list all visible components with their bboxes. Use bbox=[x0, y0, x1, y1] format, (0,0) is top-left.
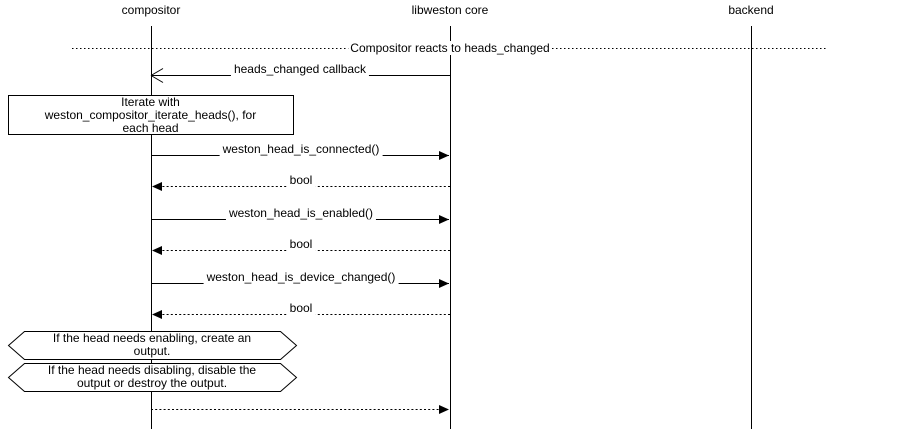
message-label-bool-return-enabled: bool bbox=[286, 237, 316, 251]
message-label-bool-return-device-changed: bool bbox=[286, 301, 316, 315]
divider-label: Compositor reacts to heads_changed bbox=[348, 41, 552, 55]
actor-label-backend: backend bbox=[728, 3, 774, 17]
message-label-weston-head-is-connected: weston_head_is_connected() bbox=[219, 142, 383, 156]
message-label-weston-head-is-enabled: weston_head_is_enabled() bbox=[225, 206, 377, 220]
hex-note-line: output or destroy the output. bbox=[76, 376, 228, 390]
note-line: weston_compositor_iterate_heads(), for bbox=[44, 108, 257, 122]
arrowhead-lower-heads-changed-callback bbox=[150, 75, 164, 83]
note-line: each head bbox=[122, 121, 179, 135]
message-label-weston-head-is-device-changed: weston_head_is_device_changed() bbox=[203, 270, 399, 284]
message-arrowhead-heads-changed-callback bbox=[150, 68, 164, 83]
message-label-heads-changed-callback: heads_changed callback bbox=[230, 62, 370, 76]
actor-label-libweston-core: libweston core bbox=[411, 3, 489, 17]
arrowhead-upper-heads-changed-callback bbox=[150, 68, 164, 76]
message-label-bool-return-connected: bool bbox=[286, 173, 316, 187]
hex-note-line: If the head needs disabling, disable the bbox=[47, 363, 257, 377]
hex-note-shape-enable-head-note bbox=[7, 331, 298, 360]
hex-note-text-disable-head-note: If the head needs disabling, disable the… bbox=[8, 364, 296, 390]
hex-note-shape-disable-head-note bbox=[7, 363, 298, 392]
actor-label-compositor: compositor bbox=[121, 3, 181, 17]
note-box-iterate-heads-note bbox=[8, 95, 294, 135]
note-line: Iterate with bbox=[121, 95, 180, 109]
hex-note-line: output. bbox=[133, 344, 171, 358]
hex-note-line: If the head needs enabling, create an bbox=[52, 331, 252, 345]
